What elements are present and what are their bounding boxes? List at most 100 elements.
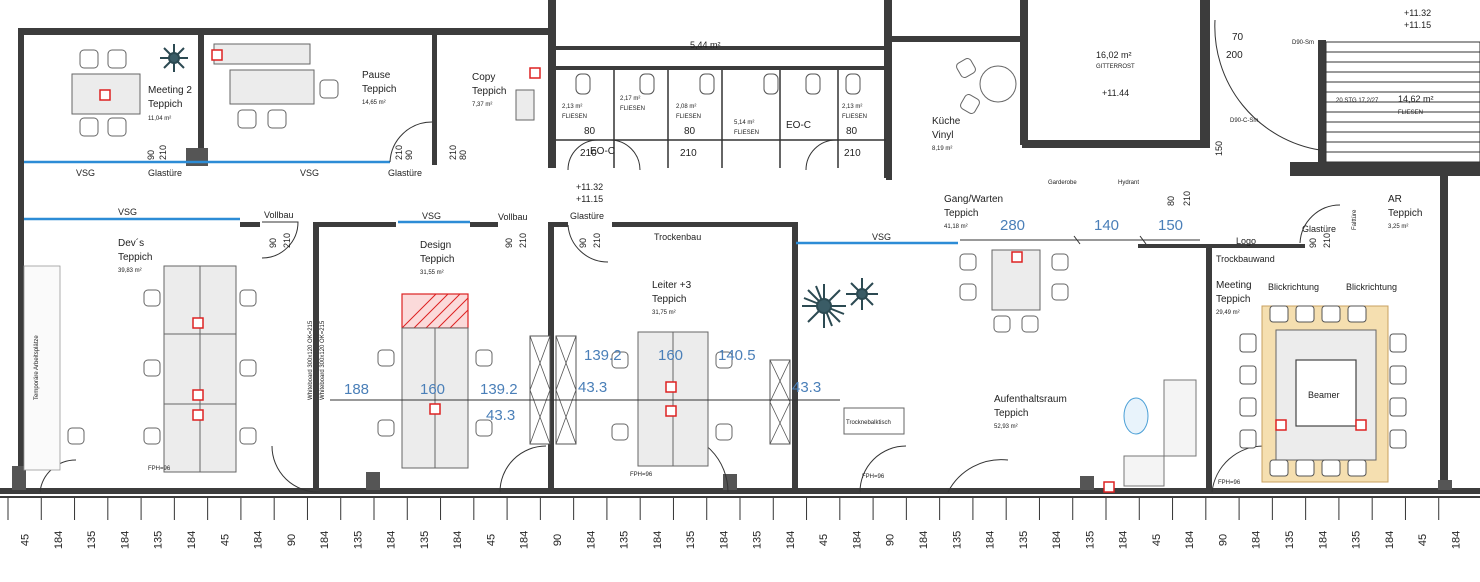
vsg-label-5: VSG <box>872 232 891 242</box>
ruler-label: 45 <box>20 534 32 546</box>
ruler-label: 184 <box>253 531 265 549</box>
door-h-8: 210 <box>1182 191 1192 206</box>
trockenbau-label: Trockenbau <box>654 232 701 242</box>
ruler-label: 45 <box>1417 534 1429 546</box>
ruler-label: 45 <box>1151 534 1163 546</box>
ruler-label: 135 <box>685 531 697 549</box>
dim-140b: 140.5 <box>718 347 756 364</box>
door-w-6: 90 <box>578 238 588 248</box>
door-w-8: 80 <box>1166 196 1176 206</box>
ruler-label: 90 <box>552 534 564 546</box>
ruler-label: 184 <box>452 531 464 549</box>
door-w-4: 90 <box>268 238 278 248</box>
ruler-label: 184 <box>1051 531 1063 549</box>
vollbau-label-2: Vollbau <box>498 212 528 222</box>
dim-188: 188 <box>344 381 369 398</box>
vsg-label-3: VSG <box>118 207 137 217</box>
ruler-label: 135 <box>619 531 631 549</box>
ruler-label: 184 <box>652 531 664 549</box>
ruler-label: 45 <box>818 534 830 546</box>
beamer-label: Beamer <box>1308 390 1340 400</box>
ruler-label: 135 <box>86 531 98 549</box>
door-h-9: 150 <box>1214 141 1224 156</box>
blue-dimensions: 280 140 150 188 160 139.2 43.3 139.2 43.… <box>344 217 1183 424</box>
furniture <box>23 41 1480 493</box>
door-w-5: 90 <box>504 238 514 248</box>
level-1b: +11.15 <box>576 194 603 204</box>
vsg-label-2: VSG <box>300 168 319 178</box>
garderobe-label: Garderobe <box>1048 180 1077 186</box>
room-wc1-area: 2,13 m² <box>562 104 582 110</box>
room-meeting2-area: 11,04 m² <box>148 116 171 122</box>
misc-labels: VSG VSG VSG VSG VSG Glastüre Glastüre Gl… <box>34 40 1397 486</box>
room-meeting-name: Meeting <box>1216 280 1252 291</box>
level-1a: +11.32 <box>576 182 603 192</box>
room-design-floor: Teppich <box>420 254 454 265</box>
door-h-12: 210 <box>680 148 697 159</box>
room-ar-name: AR <box>1388 194 1402 205</box>
door-h-11: 210 <box>580 148 597 159</box>
door-w-7: 90 <box>1308 238 1318 248</box>
room-wc-hall-area: 5,44 m² <box>690 40 721 50</box>
ruler-label: 184 <box>119 531 131 549</box>
door-h-5: 210 <box>518 233 528 248</box>
eo-c-label-2: EO-C <box>786 120 811 131</box>
room-design-name: Design <box>420 240 451 251</box>
gang-dimension-line <box>330 235 1200 401</box>
vsg-label-4: VSG <box>422 211 441 221</box>
ruler-label: 135 <box>1284 531 1296 549</box>
door-w-11: 80 <box>584 126 596 137</box>
door-w-3: 80 <box>458 150 468 160</box>
door-h-6: 210 <box>592 233 602 248</box>
ruler-label: 135 <box>419 531 431 549</box>
glastuere-label-2: Glastüre <box>388 168 422 178</box>
room-copy-area: 7,37 m² <box>472 102 492 108</box>
ruler-label: 45 <box>485 534 497 546</box>
room-kueche-area: 8,19 m² <box>932 146 952 152</box>
fph-label-4: FPH=96 <box>1218 480 1241 486</box>
room-aufenthalt-name: Aufenthaltsraum <box>994 394 1067 405</box>
ruler-label: 184 <box>386 531 398 549</box>
room-labels: Meeting 2 Teppich 11,04 m² Pause Teppich… <box>118 40 1434 430</box>
door-h-3: 210 <box>448 145 458 160</box>
room-copy-name: Copy <box>472 72 495 83</box>
ruler-label: 90 <box>1217 534 1229 546</box>
room-devs-floor: Teppich <box>118 252 152 263</box>
room-wc3-floor: FLIESEN <box>676 114 701 120</box>
room-gang-area: 41,18 m² <box>944 224 968 230</box>
bottom-ruler-labels: 45 184 135 184 135 184 45 184 90 184 135 184 135 184 4… <box>20 531 1463 549</box>
fph-label-2: FPH=96 <box>630 472 653 478</box>
logo-label: Logo <box>1236 236 1256 246</box>
hydrant-label: Hydrant <box>1118 180 1139 186</box>
dim-43c: 43.3 <box>792 379 821 396</box>
ruler-label: 135 <box>1351 531 1363 549</box>
ruler-label: 184 <box>1450 531 1462 549</box>
dim-140: 140 <box>1094 217 1119 234</box>
ruler-label: 184 <box>1251 531 1263 549</box>
room-ar-area: 3,25 m² <box>1388 224 1408 230</box>
door-h-7: 210 <box>1322 233 1332 248</box>
door-w-1: 90 <box>146 150 156 160</box>
room-gang-floor: Teppich <box>944 208 978 219</box>
room-wc4-floor: FLIESEN <box>734 130 759 136</box>
dim-150: 150 <box>1158 217 1183 234</box>
whiteboard-label-1: Whiteboard 300x120 OK=215 <box>308 320 314 400</box>
room-wc3-area: 2,08 m² <box>676 104 696 110</box>
ruler-label: 184 <box>186 531 198 549</box>
room-gang-name: Gang/Warten <box>944 194 1003 205</box>
walls <box>0 0 1480 498</box>
glastuere-label-4: Glastüre <box>1302 224 1336 234</box>
ruler-label: 184 <box>1384 531 1396 549</box>
ruler-label: 184 <box>319 531 331 549</box>
door-h-4: 210 <box>282 233 292 248</box>
room-ar-floor: Teppich <box>1388 208 1422 219</box>
ruler-label: 135 <box>1084 531 1096 549</box>
room-wc5-floor: FLIESEN <box>842 114 867 120</box>
blickrichtung-label-2: Blickrichtung <box>1346 282 1397 292</box>
whiteboard-label-2: Whiteboard 300x120 OK=215 <box>320 320 326 400</box>
room-wc1-floor: FLIESEN <box>562 114 587 120</box>
door-arcs <box>39 19 1341 493</box>
glass-walls <box>24 160 958 245</box>
ruler-label: 184 <box>1317 531 1329 549</box>
